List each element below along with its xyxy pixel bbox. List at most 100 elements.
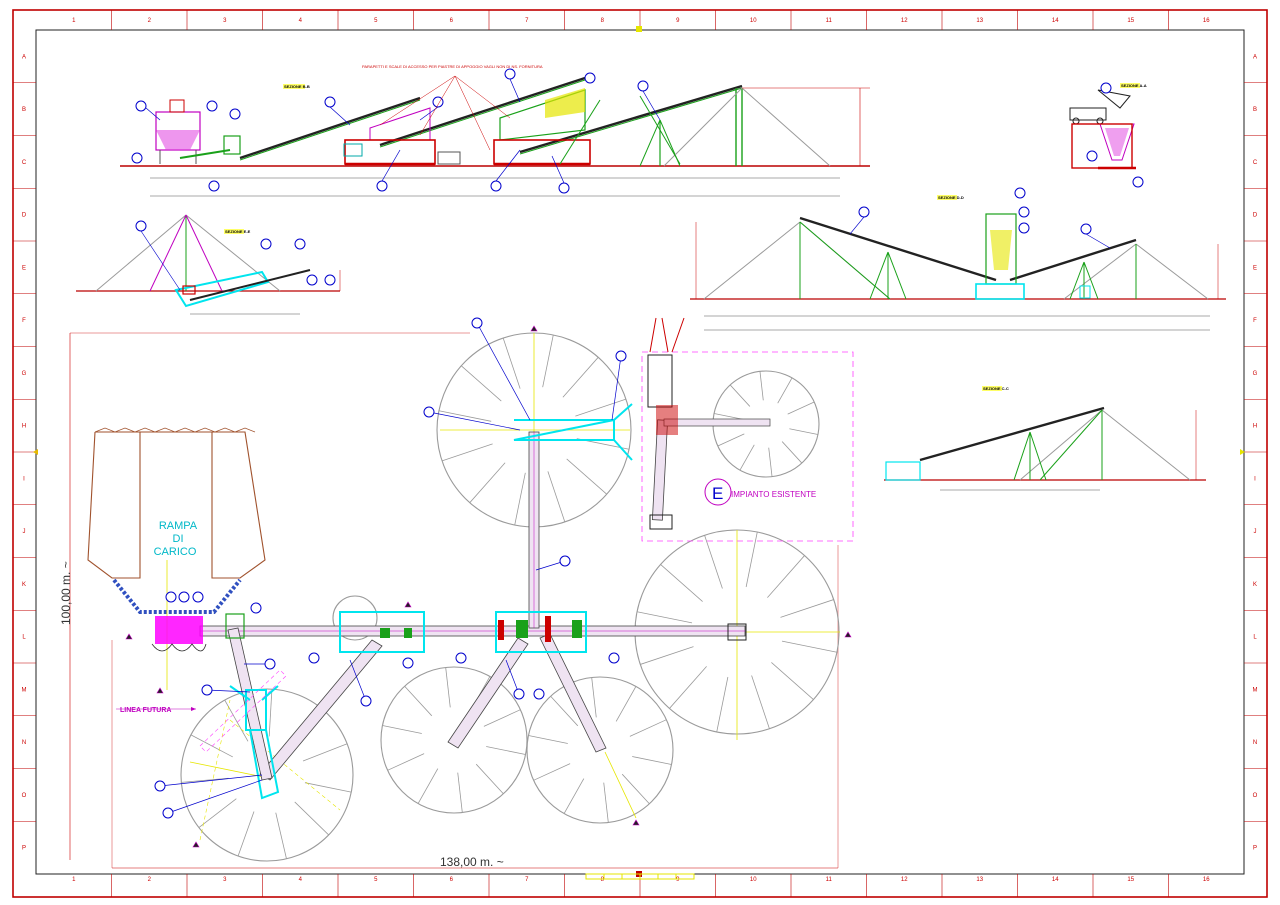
stockpile-spoke: [787, 401, 815, 415]
grid-column-label: 4: [299, 877, 303, 883]
grid-column-label: 16: [1203, 877, 1210, 883]
stockpile-spoke: [461, 365, 502, 402]
grid-column-label: 11: [826, 18, 833, 24]
dim-vertical: 100,00 m. ~: [59, 561, 73, 625]
stockpile-spoke: [575, 398, 627, 417]
grid-reference-labels: 1122334455667788991010111112121313141415…: [22, 18, 1258, 883]
section-ee-title: SEZIONE E-E: [225, 229, 251, 234]
grid-row-label: O: [22, 793, 27, 799]
note-parapetti: PARAPETTI E SCALE DI ACCESSO PER PIASTRE…: [362, 64, 543, 69]
grid-row-label: H: [1253, 424, 1257, 430]
stockpile-spoke: [781, 441, 803, 464]
stockpile-spoke: [486, 746, 526, 755]
stockpile-spoke: [514, 472, 526, 526]
grid-row-label: O: [1253, 793, 1258, 799]
stockpile-spoke: [387, 753, 425, 771]
border-ticks: [13, 10, 1267, 897]
stockpile-spoke: [781, 640, 838, 653]
stockpile-spoke: [629, 719, 667, 737]
existing-plant-boundary: [641, 351, 854, 542]
stockpile-spoke: [615, 686, 637, 722]
stockpile-south-b: [526, 676, 674, 824]
grid-column-label: 1: [72, 18, 76, 24]
scale-bar: [585, 873, 695, 880]
grid-column-label: 10: [750, 18, 757, 24]
grid-row-label: J: [1254, 529, 1257, 535]
grid-row-label: K: [1253, 582, 1257, 588]
grid-row-label: H: [22, 424, 26, 430]
loading-ramp: [87, 431, 266, 579]
grid-row-label: J: [23, 529, 26, 535]
stockpile-spoke: [181, 777, 229, 783]
grid-row-label: A: [1253, 54, 1257, 60]
stockpile-spoke: [237, 811, 255, 857]
stockpile-spoke: [745, 531, 758, 588]
grid-column-label: 8: [601, 877, 605, 883]
ramp-label-2: DI: [173, 533, 184, 545]
stockpile-spoke: [780, 599, 834, 618]
stockpile-spoke: [302, 743, 348, 762]
grid-row-label: F: [22, 318, 26, 324]
grid-row-label: K: [22, 582, 26, 588]
future-line-label: LINEA FUTURA: [120, 707, 171, 714]
stockpile-spoke: [704, 535, 723, 589]
stockpile-spoke: [550, 695, 579, 727]
grid-column-label: 1: [72, 877, 76, 883]
stockpile-spoke: [190, 734, 233, 758]
stockpile-spoke: [304, 782, 352, 793]
grid-row-label: L: [1253, 635, 1257, 641]
section-cc-title: SEZIONE C-C: [983, 386, 1009, 391]
grid-column-label: 14: [1052, 877, 1059, 883]
grid-column-label: 6: [450, 18, 454, 24]
grid-column-label: 13: [976, 877, 983, 883]
stockpile-spoke: [382, 725, 422, 734]
stockpile-spoke: [562, 357, 599, 398]
grid-row-label: N: [1253, 740, 1257, 746]
section-aa-title: SEZIONE A-A: [1121, 83, 1147, 88]
stockpile-spoke: [777, 377, 793, 404]
grid-row-label: C: [22, 160, 27, 166]
stockpile-spoke: [438, 410, 492, 422]
stockpile-spoke: [528, 735, 568, 744]
grid-row-label: N: [22, 740, 26, 746]
grid-column-label: 14: [1052, 18, 1059, 24]
section-bb: SEZIONE B-B: [120, 68, 870, 197]
stockpile-spoke: [660, 564, 703, 602]
existing-plant-letter: E: [712, 484, 723, 503]
ramp-label-1: RAMPA: [159, 520, 198, 532]
grid-column-label: 5: [374, 877, 378, 883]
grid-row-label: M: [1253, 687, 1258, 693]
stockpile-spoke: [404, 685, 433, 717]
grid-row-label: L: [22, 635, 26, 641]
stockpile-spoke: [771, 662, 814, 700]
stockpile-spoke: [224, 699, 249, 742]
stockpile-spoke: [603, 782, 609, 823]
grid-row-label: F: [1253, 318, 1257, 324]
stockpile-spoke: [542, 334, 554, 388]
stockpile-spoke: [417, 768, 439, 804]
grid-column-label: 13: [976, 18, 983, 24]
grid-row-label: P: [1253, 846, 1257, 852]
section-dd-title: SEZIONE D-D: [938, 195, 964, 200]
stockpile-spoke: [729, 384, 751, 407]
grid-row-label: B: [1253, 107, 1257, 113]
stockpile-spoke: [198, 798, 237, 828]
stockpile-spoke: [502, 337, 521, 389]
grid-column-label: 15: [1127, 877, 1134, 883]
grid-row-label: B: [22, 107, 26, 113]
grid-row-label: I: [1254, 476, 1256, 482]
grid-column-label: 7: [525, 877, 529, 883]
ramp-label-3: CARICO: [154, 546, 197, 558]
stockpile-spoke: [713, 413, 743, 420]
grid-column-label: 3: [223, 877, 227, 883]
stockpile-spoke: [767, 555, 805, 598]
grid-column-label: 7: [525, 18, 529, 24]
grid-row-label: M: [22, 687, 27, 693]
stockpile-spoke: [268, 689, 273, 737]
stockpile-spoke: [636, 611, 693, 624]
grid-row-label: A: [22, 54, 26, 60]
grid-column-label: 12: [901, 877, 908, 883]
stockpile-spoke: [533, 763, 571, 781]
stockpile-spoke: [789, 428, 819, 435]
stockpile-spoke: [275, 812, 287, 859]
